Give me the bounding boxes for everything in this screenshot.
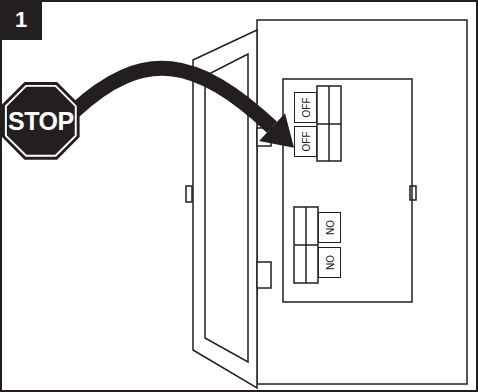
toggle-line <box>317 123 341 125</box>
step-number-text: 1 <box>15 7 27 33</box>
switch-label: ON <box>324 220 335 235</box>
breaker-switch: ON <box>318 212 341 243</box>
door-hinge <box>257 262 271 288</box>
switch-label: OFF <box>300 132 311 152</box>
stop-sign: STOP <box>2 82 80 160</box>
arrow-head <box>259 113 294 147</box>
toggle-line <box>294 244 318 246</box>
switch-label: ON <box>324 255 335 270</box>
panel-latch <box>410 186 416 200</box>
octagon-fill <box>2 82 80 160</box>
breaker-switch: OFF <box>294 92 317 123</box>
panel-box <box>257 20 467 384</box>
stop-text: STOP <box>8 107 74 136</box>
arrow-shaft <box>74 68 272 127</box>
breaker-switch: ON <box>318 247 341 278</box>
breaker-toggle <box>294 207 318 283</box>
door-latch <box>186 186 192 202</box>
octagon-rim <box>6 86 76 156</box>
breaker-frame <box>283 79 412 302</box>
breaker-toggle <box>317 86 341 161</box>
step-number: 1 <box>0 0 42 40</box>
breaker-switch: OFF <box>294 126 317 157</box>
switch-label: OFF <box>300 98 311 118</box>
curved-arrow <box>74 68 294 147</box>
